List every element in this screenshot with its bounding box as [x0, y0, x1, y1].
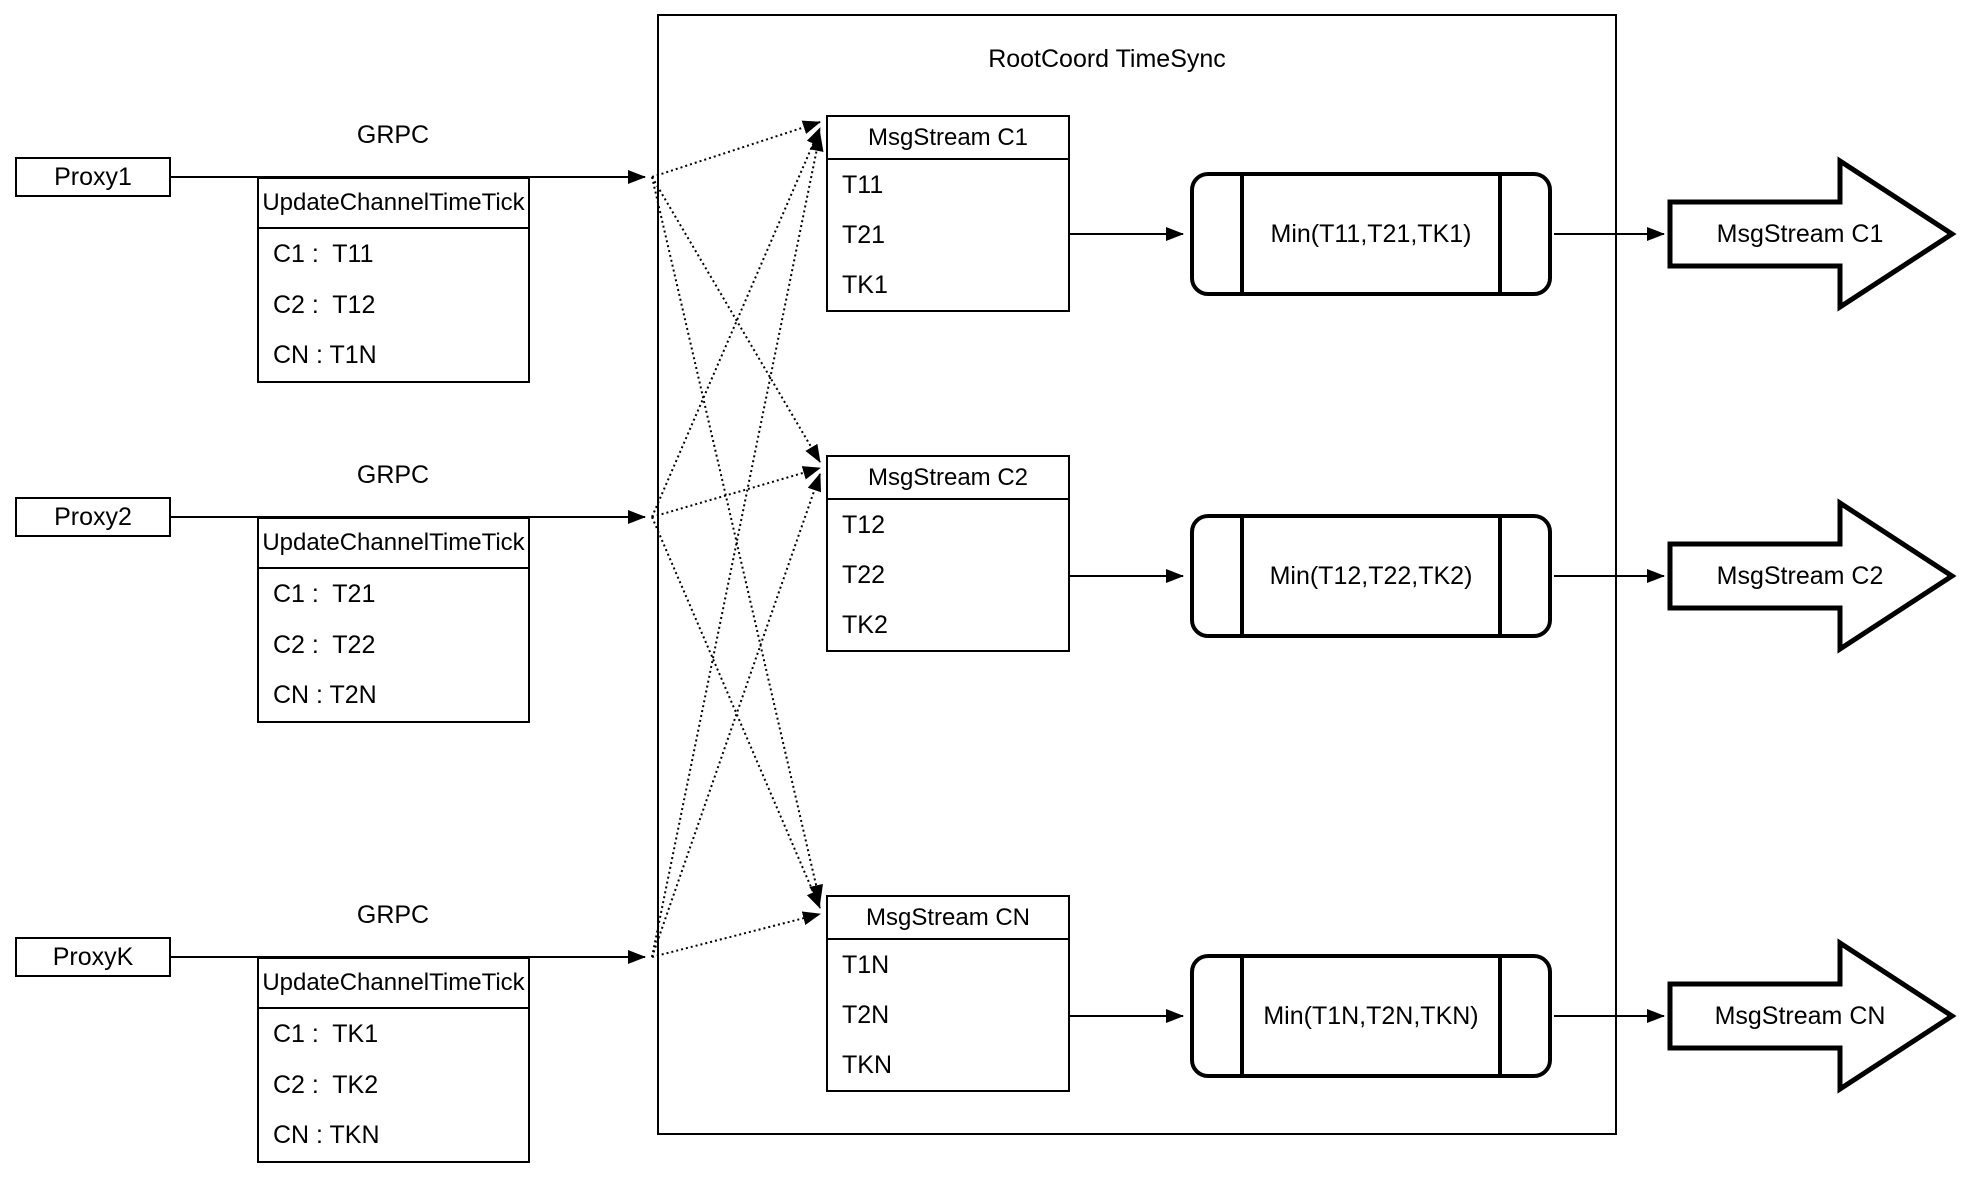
msgstream-table-header: MsgStream C2: [828, 457, 1068, 500]
min-capsule-2: Min(T12,T22,TK2): [1190, 514, 1552, 638]
table-row: T22: [842, 560, 886, 589]
capsule-divider: [1498, 958, 1502, 1074]
min-label-1: Min(T11,T21,TK1): [1270, 219, 1472, 248]
output-arrow-c1: [1667, 156, 1957, 312]
table-row: C1 : T21: [273, 579, 376, 608]
proxy1-label: Proxy1: [54, 162, 132, 191]
output-arrow-label-c2: MsgStream C2: [1716, 561, 1884, 590]
update-channel-table-2: UpdateChannelTimeTick C1 : T21 C2 : T22 …: [257, 517, 530, 723]
table-row: CN : TKN: [273, 1121, 380, 1150]
capsule-divider: [1498, 518, 1502, 634]
rootcoord-box: [657, 14, 1617, 1135]
table-row: T21: [842, 220, 886, 249]
dotted-arrow-p1-c1: [651, 120, 821, 178]
update-channel-table-3: UpdateChannelTimeTick C1 : TK1 C2 : TK2 …: [257, 957, 530, 1163]
fanout-dotted-arrows: [651, 120, 824, 958]
output-block-arrows: [1667, 156, 1957, 1094]
table-row: T2N: [842, 1000, 890, 1029]
table-row: T1N: [842, 950, 890, 979]
proxy1-box: Proxy1: [15, 157, 171, 197]
table-row: C1 : T11: [273, 239, 374, 268]
table-row: C2 : T22: [273, 630, 376, 659]
update-channel-table-1: UpdateChannelTimeTick C1 : T11 C2 : T12 …: [257, 177, 530, 383]
update-table-header: UpdateChannelTimeTick: [259, 519, 528, 569]
msgstream-table-cn: MsgStream CN T1N T2N TKN: [826, 895, 1070, 1092]
min-capsule-3: Min(T1N,T2N,TKN): [1190, 954, 1552, 1078]
rootcoord-title: RootCoord TimeSync: [988, 44, 1226, 73]
output-arrow-label-cn: MsgStream CN: [1714, 1001, 1886, 1030]
grpc-label-1: GRPC: [356, 120, 430, 149]
dotted-arrow-pk-c2: [651, 473, 822, 958]
msgstream-table-header: MsgStream CN: [828, 897, 1068, 940]
proxy2-box: Proxy2: [15, 497, 171, 537]
update-table-header: UpdateChannelTimeTick: [259, 959, 528, 1009]
output-arrow-cn: [1667, 938, 1957, 1094]
output-arrow-label-c1: MsgStream C1: [1716, 219, 1884, 248]
min-label-3: Min(T1N,T2N,TKN): [1263, 1001, 1479, 1030]
proxy2-label: Proxy2: [54, 502, 132, 531]
dotted-arrow-p1-cn: [651, 176, 823, 903]
min-capsule-1: Min(T11,T21,TK1): [1190, 172, 1552, 296]
table-row: T11: [842, 170, 884, 199]
table-row: CN : T1N: [273, 341, 377, 370]
dotted-arrow-p2-cn: [651, 516, 821, 909]
grpc-label-2: GRPC: [356, 460, 430, 489]
grpc-label-3: GRPC: [356, 900, 430, 929]
table-to-min-arrows: [1070, 227, 1184, 1023]
proxyk-box: ProxyK: [15, 937, 171, 977]
output-arrow-c2: [1667, 498, 1957, 654]
table-row: C1 : TK1: [273, 1019, 379, 1048]
table-row: TKN: [842, 1050, 892, 1079]
dotted-arrow-p1-c2: [651, 176, 821, 463]
msgstream-table-header: MsgStream C1: [828, 117, 1068, 160]
table-row: C2 : T12: [273, 290, 376, 319]
min-to-output-arrows: [1554, 227, 1665, 1023]
capsule-divider: [1240, 958, 1244, 1074]
dotted-arrow-p2-c2: [651, 466, 821, 518]
capsule-divider: [1240, 518, 1244, 634]
table-row: TK1: [842, 270, 888, 299]
dotted-arrow-p2-c1: [651, 127, 821, 518]
min-label-2: Min(T12,T22,TK2): [1269, 561, 1473, 590]
table-row: T12: [842, 510, 886, 539]
dotted-arrow-pk-cn: [651, 911, 821, 958]
msgstream-table-c1: MsgStream C1 T11 T21 TK1: [826, 115, 1070, 312]
capsule-divider: [1240, 176, 1244, 292]
update-table-header: UpdateChannelTimeTick: [259, 179, 528, 229]
msgstream-table-c2: MsgStream C2 T12 T22 TK2: [826, 455, 1070, 652]
table-row: CN : T2N: [273, 681, 377, 710]
table-row: TK2: [842, 610, 888, 639]
proxyk-label: ProxyK: [52, 942, 134, 971]
capsule-divider: [1498, 176, 1502, 292]
table-row: C2 : TK2: [273, 1070, 379, 1099]
